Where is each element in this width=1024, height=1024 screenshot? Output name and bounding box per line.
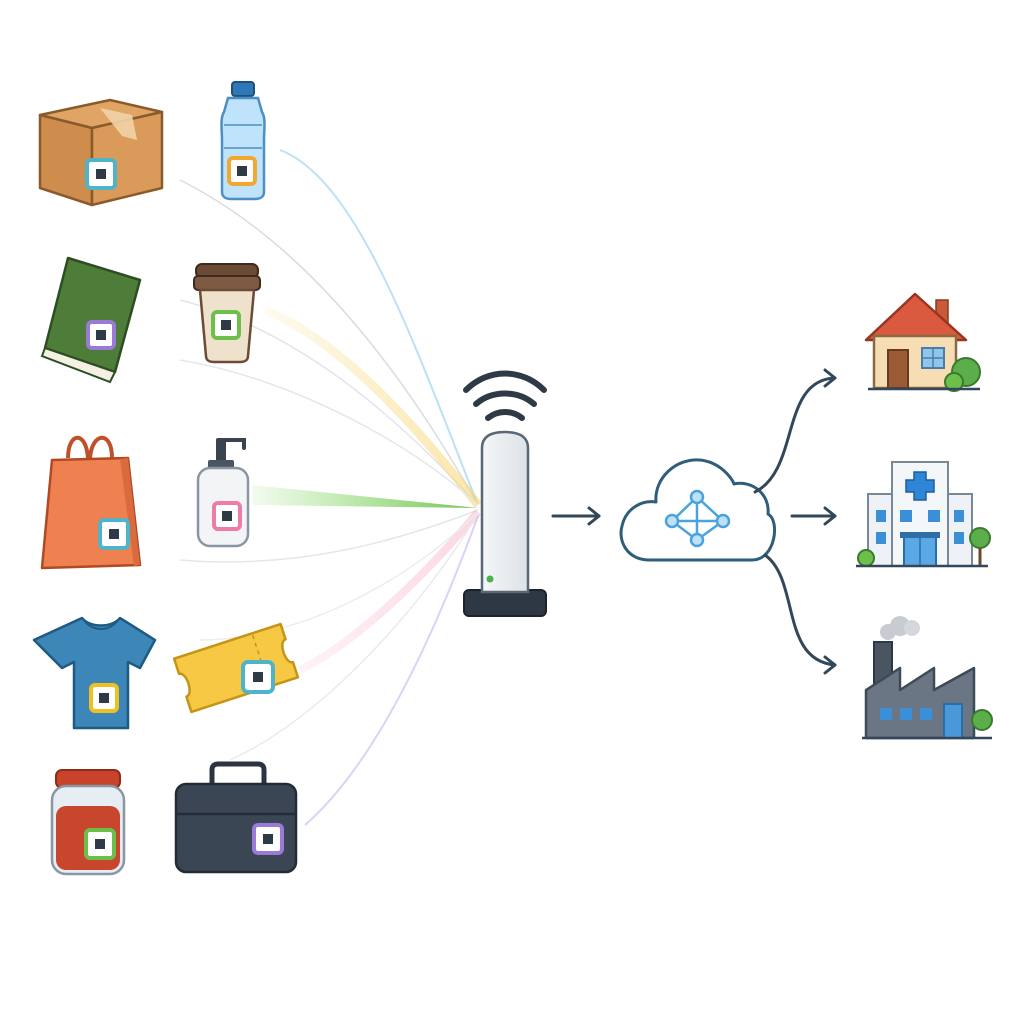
signal-line-toolbox [304,515,479,826]
coffee-cup-icon [193,263,261,364]
cloud-network-icon [619,458,777,562]
signal-line-soap [252,485,478,508]
wireless-reader-icon [463,370,547,617]
signal-line-shirt [179,509,479,563]
rfid-tag-icon [86,320,116,350]
shopping-bag-icon [40,435,142,570]
soap-dispenser-icon [196,438,250,548]
rfid-tag-icon [212,501,242,531]
rfid-tag-icon [211,310,241,340]
rfid-tag-icon [252,823,284,855]
medical-cross-icon [905,471,935,501]
factory-icon [862,616,993,740]
arrow-reader-to-cloud [551,506,601,526]
house-icon [864,292,981,392]
signal-line-box [179,179,479,506]
rfid-tag-icon [85,158,117,190]
rfid-tag-icon [98,518,130,550]
status-led-icon [486,575,494,583]
book-icon [40,256,142,384]
network-graph-icon [664,489,731,548]
rfid-tag-icon [241,660,275,694]
rfid-tag-icon [89,683,119,713]
arrows-cloud-to-destinations [753,368,837,675]
water-bottle-icon [220,81,266,201]
t-shirt-icon [32,616,157,730]
ticket-icon [172,622,300,714]
signal-line-cup [263,305,482,508]
rfid-tag-icon [227,156,257,186]
wifi-signal-icon [463,370,547,393]
hospital-icon [856,461,991,568]
box-icon [38,98,164,207]
toolbox-icon [174,761,298,874]
arrow-to-factory [763,553,837,667]
signal-line-bottle [279,149,479,506]
signal-line-jar [229,513,479,761]
signal-line-ticket [298,509,482,674]
rfid-tag-icon [84,828,116,860]
jar-icon [50,769,126,876]
signal-line-bag [179,359,479,506]
arrow-to-house [753,376,837,494]
